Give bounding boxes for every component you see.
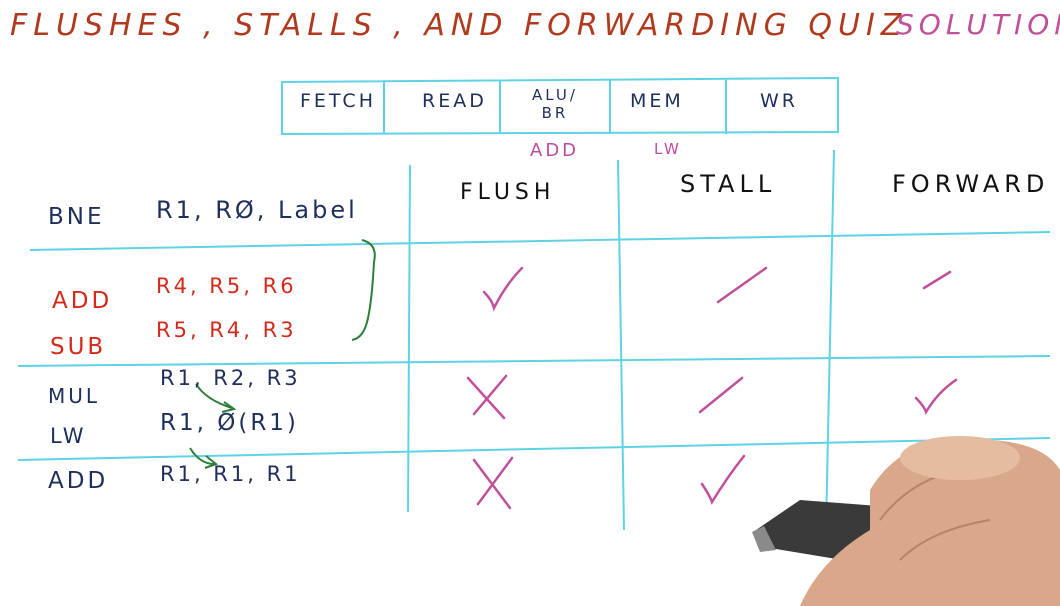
row-op: LW [50,424,87,448]
row-op: ADD [52,288,113,314]
stage-read: READ [422,90,487,112]
row-op: SUB [50,334,107,360]
x-flush-mullw-b [472,374,508,416]
arrow-head-2 [204,455,219,469]
stage-mem: MEM [630,90,684,112]
page-title: FLUSHES , STALLS , AND FORWARDING QUIZ [10,8,908,43]
arrow-mul-to-lw [195,383,233,409]
stage-note-alu: ADD [530,140,580,161]
arrow-head-1 [221,401,237,413]
row-operands: R1, R1, R1 [160,462,301,486]
check-flush-addsub [482,266,524,312]
stage-note-mem: LW [654,140,682,158]
column-stall: STALL [680,170,777,198]
grid-row-line-2 [17,355,1051,367]
row-op: MUL [48,384,101,408]
row-operands: R5, R4, R3 [156,318,297,342]
grid-row-line-3 [17,437,1051,461]
column-forward: FORWARD [892,170,1050,198]
dash-forward-addsub [922,270,952,290]
branch-operands: R1, RØ, Label [156,196,358,224]
row-operands: R4, R5, R6 [156,274,297,298]
row-op: ADD [48,468,109,494]
hand-with-pen [752,436,1060,606]
x-flush-add-b [476,456,514,506]
grid-col-line-1 [407,164,411,513]
pipeline-box [281,76,839,136]
stage-alu-br: ALU/BR [532,86,578,122]
check-stall-add [700,454,746,505]
grid-row-line-1 [29,231,1051,251]
table-grid [17,149,1051,531]
column-flush: FLUSH [460,180,556,205]
row-operands: R1, R2, R3 [160,366,301,390]
grid-col-line-2 [617,159,625,531]
check-forward-mullw [914,378,958,415]
row-operands: R1, Ø(R1) [160,410,299,436]
stage-fetch: FETCH [300,90,376,112]
grid-col-line-3 [825,149,835,531]
title-solution: SOLUTION [896,8,1060,41]
dash-stall-addsub [716,266,768,304]
arrow-lw-to-add [189,447,215,465]
branch-op: BNE [48,204,105,230]
forward-arrows [189,383,237,469]
bracket-mark [351,239,376,341]
stage-wr: WR [760,90,798,112]
dash-stall-mullw [698,376,744,414]
